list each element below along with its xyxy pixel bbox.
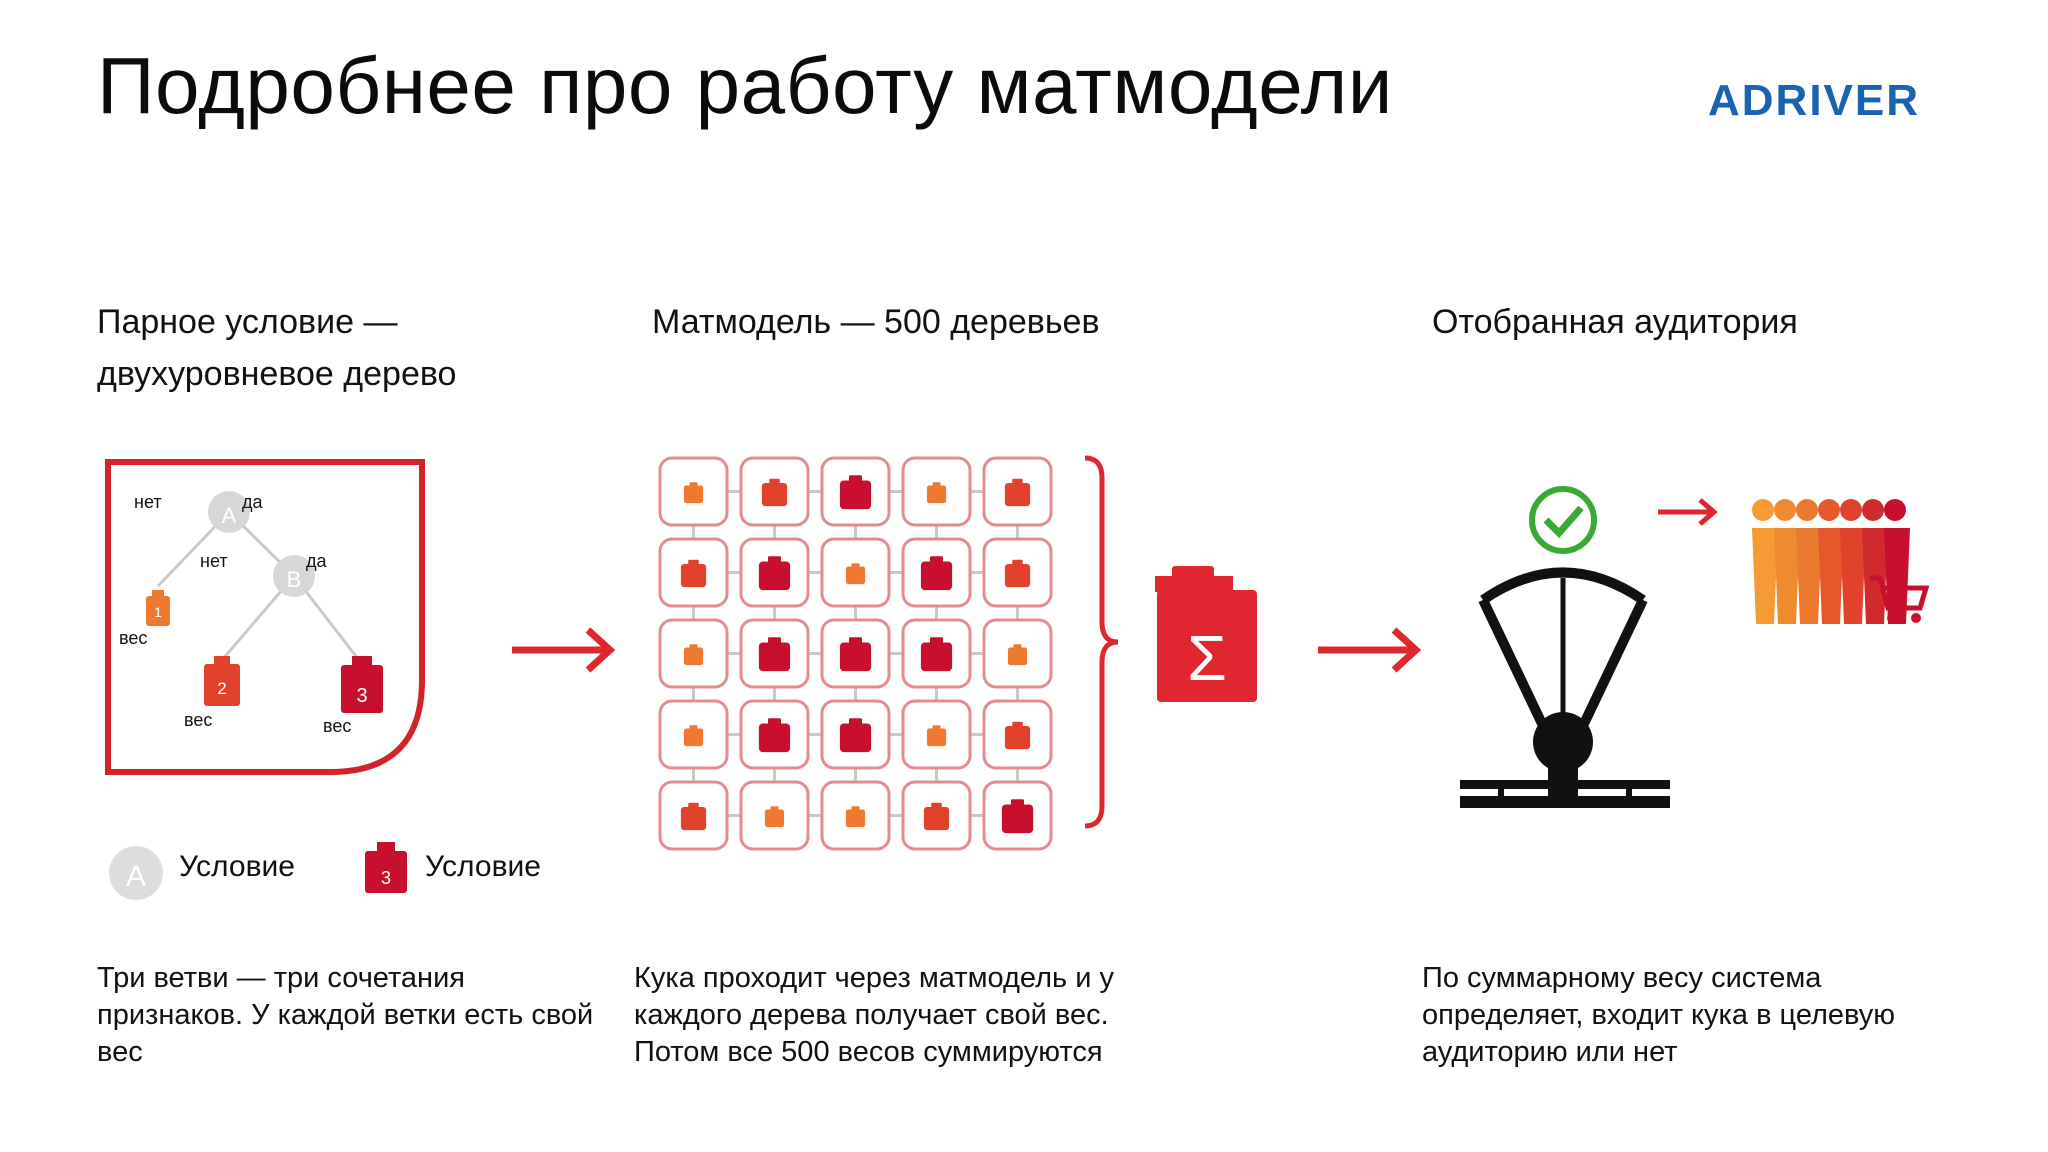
person-body: [1840, 528, 1866, 624]
person-body: [1884, 528, 1910, 624]
person-icon: [1796, 499, 1818, 521]
person-icon: [1840, 499, 1862, 521]
column-3-description: По суммарному весу система определяет, в…: [1422, 962, 1896, 1068]
person-body: [1818, 528, 1844, 624]
person-body: [1752, 528, 1778, 624]
node-b-circle: [273, 555, 315, 597]
arrow-right-small-icon: [1658, 498, 1718, 526]
svg-text:3: 3: [356, 685, 367, 707]
arrow-right-icon: [512, 627, 616, 673]
leaf-2-weight-label: вес: [184, 710, 212, 730]
node-b-label: B: [287, 567, 302, 592]
person-icon: [1884, 499, 1906, 521]
leaf-weight-1-icon: 1: [146, 590, 170, 626]
check-circle-icon: [1529, 486, 1597, 554]
person-icon: [1862, 499, 1884, 521]
audience-people-icon: [1752, 499, 1910, 624]
node-a-circle: [208, 491, 250, 533]
person-icon: [1774, 499, 1796, 521]
leaf-3-weight-label: вес: [323, 716, 351, 736]
legend-condition-icon: A: [109, 846, 163, 900]
person-icon: [1818, 499, 1840, 521]
svg-text:1: 1: [154, 604, 162, 620]
tree-frame: [105, 459, 425, 775]
column-3-heading: Отобранная аудитория: [1432, 303, 1798, 341]
branch-yes-label-b: да: [306, 551, 328, 571]
arrow-right-icon: [1318, 627, 1422, 673]
branch-no-label-a: нет: [134, 492, 162, 512]
sum-symbol: Σ: [1187, 622, 1227, 694]
column-1-description: Три ветви — три сочетания признаков. У к…: [97, 962, 594, 1068]
adriver-logo: ADRIVER: [1708, 76, 1921, 125]
column-1-heading: Парное условие — двухуровневое дерево: [97, 303, 457, 393]
person-body: [1796, 528, 1822, 624]
legend-condition-label: Условие: [179, 850, 295, 883]
matmodel-tree-grid: [658, 456, 1053, 851]
leaf-weight-2-icon: 2: [204, 656, 240, 706]
curly-brace-icon: [1084, 455, 1119, 829]
svg-text:2: 2: [217, 679, 226, 698]
node-a-label: A: [222, 503, 237, 528]
leaf-weight-3-icon: 3: [341, 656, 383, 713]
branch-yes-label-a: да: [242, 492, 264, 512]
legend-weight-label: Условие: [425, 850, 541, 883]
branch-no-label-b: нет: [200, 551, 228, 571]
page-title: Подробнее про работу матмодели: [97, 41, 1393, 130]
svg-text:A: A: [126, 860, 146, 893]
legend-weight-icon: 3: [365, 842, 407, 893]
decision-tree-diagram: A B нет да нет да 1 вес 2 вес: [105, 459, 425, 775]
leaf-1-weight-label: вес: [119, 628, 147, 648]
svg-text:3: 3: [381, 868, 391, 888]
sum-weight-icon: Σ: [1155, 566, 1257, 702]
column-2-heading: Матмодель — 500 деревьев: [652, 303, 1100, 341]
shopping-cart-icon: [1870, 575, 1930, 623]
person-body: [1774, 528, 1800, 624]
scale-icon: [1460, 567, 1670, 808]
column-2-description: Кука проходит через матмодель и у каждог…: [634, 962, 1114, 1068]
person-icon: [1752, 499, 1774, 521]
